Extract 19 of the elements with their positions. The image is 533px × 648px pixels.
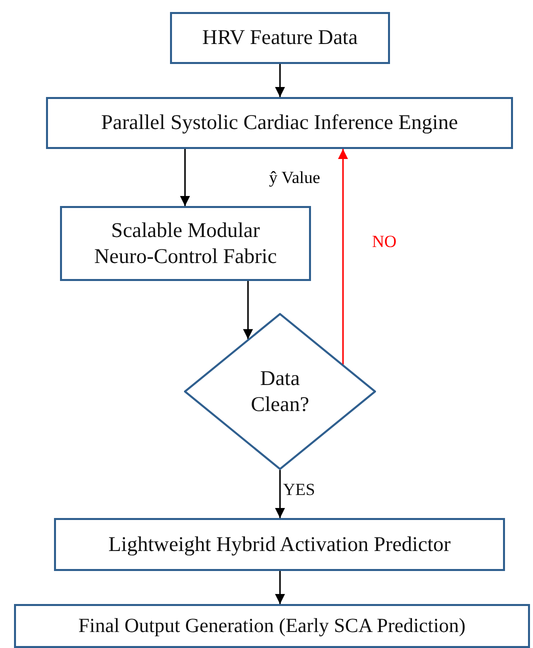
node-text: Lightweight Hybrid Activation Predictor (108, 532, 451, 558)
process-box (46, 97, 513, 149)
arrow (338, 149, 348, 365)
node-text: Scalable Modular Neuro-Control Fabric (93, 218, 278, 269)
process-box (54, 518, 505, 571)
arrow (275, 470, 285, 518)
process-box (60, 206, 311, 281)
arrow (275, 571, 285, 604)
note-text: ŷ Value (268, 169, 322, 188)
process-box (14, 604, 530, 648)
decision-diamond (184, 313, 376, 470)
arrow (275, 64, 285, 97)
arrow (180, 149, 190, 206)
process-box (170, 12, 390, 64)
arrow (243, 281, 253, 340)
node-text: Parallel Systolic Cardiac Inference Engine (101, 110, 458, 136)
node-text: HRV Feature Data (202, 25, 358, 51)
node-text: Data Clean? (250, 366, 310, 417)
node-text: Final Output Generation (Early SCA Prediction) (78, 614, 466, 638)
